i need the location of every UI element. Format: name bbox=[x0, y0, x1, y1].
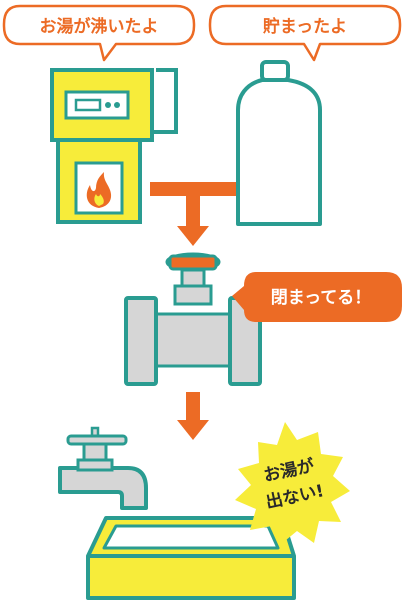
valve-icon bbox=[124, 252, 262, 386]
water-heater-icon bbox=[50, 68, 178, 224]
speech-bubble-boiling: お湯が沸いたよ bbox=[2, 4, 196, 62]
arrow-icon bbox=[177, 392, 209, 440]
sink-icon bbox=[86, 516, 296, 600]
arrow-icon bbox=[150, 182, 236, 246]
bubble-valve-text: 閉まってる！ bbox=[271, 288, 371, 308]
faucet-icon bbox=[58, 426, 148, 510]
flame-icon bbox=[86, 172, 112, 208]
storage-tank-icon bbox=[236, 60, 322, 226]
burst-no-hot-water: お湯が 出ない! bbox=[235, 422, 350, 545]
bubble-boiling-text: お湯が沸いたよ bbox=[40, 16, 159, 37]
bubble-stored-text: 貯まったよ bbox=[263, 16, 347, 37]
speech-bubble-valve-closed: 閉まってる！ bbox=[232, 272, 402, 322]
speech-bubble-stored: 貯まったよ bbox=[208, 4, 402, 62]
